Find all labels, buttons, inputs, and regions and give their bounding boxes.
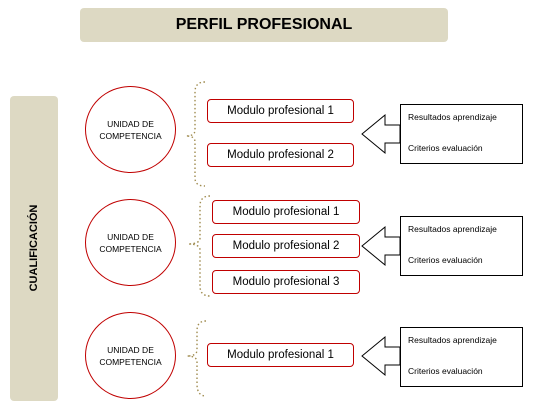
competency-unit-1-label: UNIDAD DE COMPETENCIA	[99, 118, 162, 141]
learning-outcomes-3: Resultados aprendizaje	[408, 335, 497, 345]
brace-group-2	[187, 195, 211, 297]
module-1-2: Modulo profesional 2	[207, 143, 354, 167]
evaluation-criteria-3: Criterios evaluación	[408, 366, 483, 376]
module-2-3: Modulo profesional 3	[212, 270, 360, 294]
brace-group-3	[186, 320, 207, 397]
profile-title-text: PERFIL PROFESIONAL	[175, 16, 353, 33]
outcomes-box-3: Resultados aprendizaje Criterios evaluac…	[400, 327, 523, 387]
evaluation-criteria-2: Criterios evaluación	[408, 255, 483, 265]
competency-unit-2: UNIDAD DE COMPETENCIA	[85, 199, 176, 286]
outcomes-box-2: Resultados aprendizaje Criterios evaluac…	[400, 216, 523, 276]
module-2-1: Modulo profesional 1	[212, 200, 360, 224]
module-2-2: Modulo profesional 2	[212, 234, 360, 258]
competency-unit-3: UNIDAD DE COMPETENCIA	[85, 312, 176, 399]
module-3-1: Modulo profesional 1	[207, 343, 354, 367]
brace-group-1	[185, 81, 206, 187]
outcomes-box-1: Resultados aprendizaje Criterios evaluac…	[400, 104, 523, 164]
competency-unit-1: UNIDAD DE COMPETENCIA	[85, 86, 176, 173]
module-1-1: Modulo profesional 1	[207, 99, 354, 123]
competency-unit-3-label: UNIDAD DE COMPETENCIA	[99, 344, 162, 367]
arrow-left-2	[361, 225, 401, 267]
learning-outcomes-2: Resultados aprendizaje	[408, 224, 497, 234]
qualification-label: CUALIFICACIÓN	[28, 204, 40, 292]
arrow-left-1	[361, 113, 401, 155]
qualification-box	[10, 96, 58, 401]
evaluation-criteria-1: Criterios evaluación	[408, 143, 483, 153]
competency-unit-2-label: UNIDAD DE COMPETENCIA	[99, 231, 162, 254]
arrow-left-3	[361, 335, 401, 377]
profile-title: PERFIL PROFESIONAL	[80, 8, 448, 42]
learning-outcomes-1: Resultados aprendizaje	[408, 112, 497, 122]
